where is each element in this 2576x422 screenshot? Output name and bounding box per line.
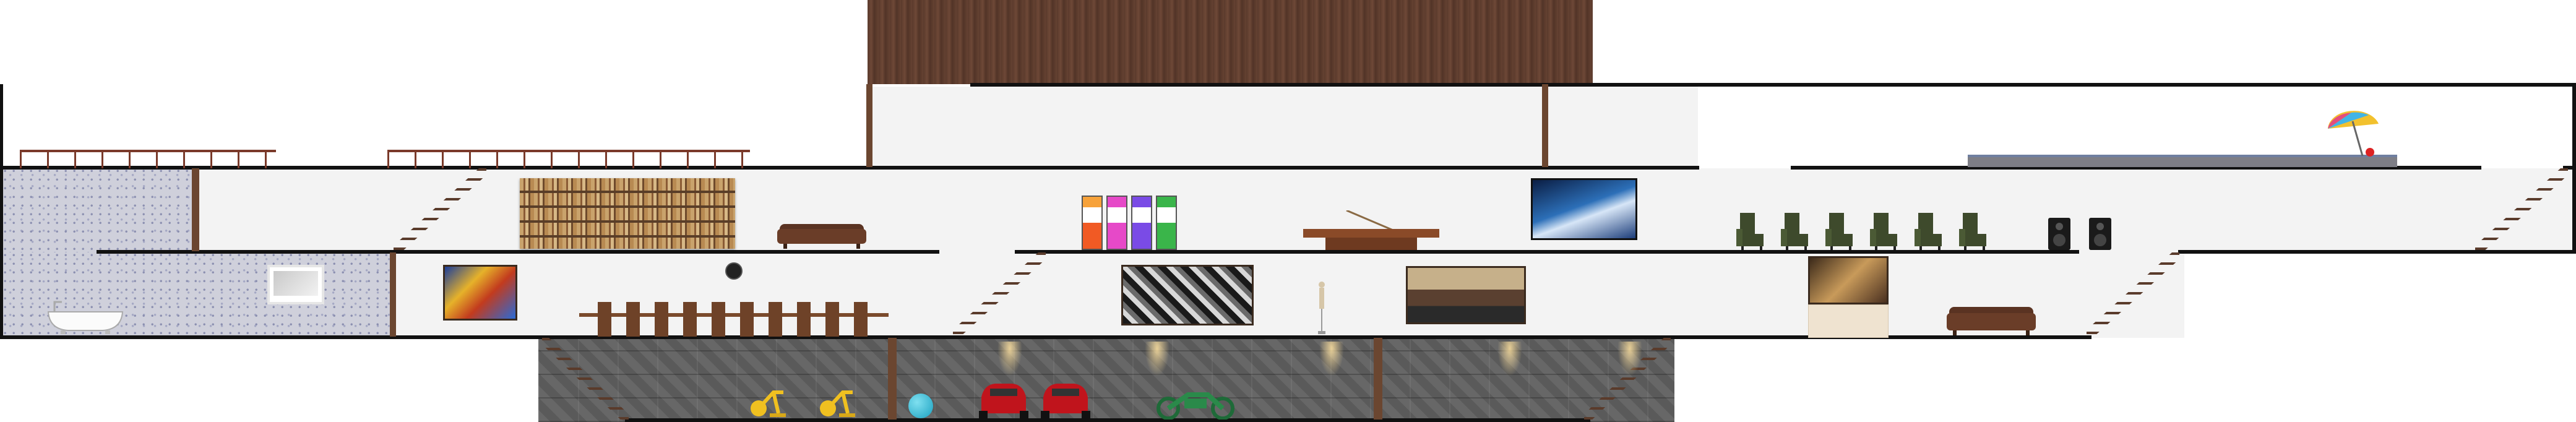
statue-icon bbox=[1317, 281, 1327, 334]
car-icon bbox=[976, 380, 1031, 418]
dining-table-icon bbox=[579, 302, 889, 337]
exercise-bike-icon bbox=[818, 386, 858, 418]
tv-icon bbox=[1531, 178, 1637, 240]
ground-floor-slab-1 bbox=[97, 250, 939, 254]
post-ground-left bbox=[390, 252, 396, 337]
post-basement-1 bbox=[888, 338, 897, 420]
armchair-icon bbox=[1736, 213, 1766, 250]
armchair-icon bbox=[1959, 213, 1989, 250]
armchair-icon bbox=[1870, 213, 1900, 250]
fireplace-icon bbox=[1808, 256, 1889, 338]
balcony-railing-left bbox=[20, 150, 276, 168]
sofa-icon bbox=[1947, 303, 2036, 335]
lamp-icon bbox=[1618, 342, 1642, 376]
upper-roof-line bbox=[970, 83, 2576, 87]
bathtub-icon bbox=[43, 299, 127, 334]
post-roof-right bbox=[1542, 84, 1548, 167]
balcony-railing-mid bbox=[387, 150, 750, 168]
painting-icon bbox=[443, 265, 517, 321]
post-basement-2 bbox=[1374, 338, 1382, 420]
ground-floor-slab-2 bbox=[1015, 250, 2079, 254]
painting-icon bbox=[1406, 266, 1526, 324]
clock-icon bbox=[725, 262, 743, 280]
mirror-icon bbox=[267, 265, 324, 304]
lamp-icon bbox=[1145, 342, 1170, 376]
left-wall-top bbox=[0, 84, 3, 338]
speaker-icon bbox=[2089, 218, 2111, 250]
exercise-bike-icon bbox=[749, 386, 788, 418]
painting-icon bbox=[1121, 265, 1254, 325]
bookshelf-icon bbox=[520, 178, 735, 249]
basement-floor-slab bbox=[625, 418, 1590, 422]
motorcycle-icon bbox=[1155, 386, 1236, 420]
roof-wood-wall bbox=[868, 0, 1593, 84]
right-wall-top bbox=[2572, 83, 2576, 170]
ball-icon bbox=[908, 394, 933, 418]
speaker-icon bbox=[2048, 218, 2070, 250]
car-icon bbox=[1038, 380, 1093, 418]
arcade-machine-icon bbox=[1156, 196, 1177, 250]
pool-table-icon bbox=[1303, 210, 1439, 250]
armchair-icon bbox=[1781, 213, 1811, 250]
lamp-icon bbox=[997, 342, 1022, 376]
bathroom-tile-wall-upper bbox=[2, 168, 193, 252]
lamp-icon bbox=[1497, 342, 1522, 376]
sofa-icon bbox=[777, 220, 866, 249]
lamp-icon bbox=[1319, 342, 1344, 376]
arcade-machine-icon bbox=[1082, 196, 1103, 250]
basement-ceiling-slab bbox=[0, 335, 2091, 339]
ground-floor-slab-3 bbox=[2178, 250, 2576, 254]
right-wall-mid bbox=[2572, 168, 2576, 254]
armchair-icon bbox=[1915, 213, 1944, 250]
post-bathroom bbox=[192, 168, 199, 251]
post-roof-left bbox=[866, 84, 872, 167]
arcade-machine-icon bbox=[1106, 196, 1127, 250]
armchair-icon bbox=[1825, 213, 1855, 250]
arcade-machine-icon bbox=[1131, 196, 1152, 250]
umbrella-icon bbox=[2322, 108, 2384, 157]
